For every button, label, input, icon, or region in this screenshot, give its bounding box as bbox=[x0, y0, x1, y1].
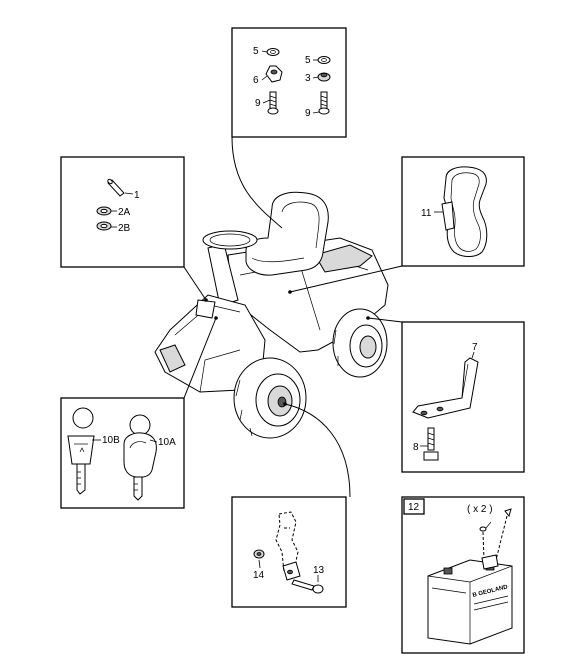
callout-14: 14 bbox=[253, 570, 265, 581]
hardware-box-top: 5 6 9 5 3 9 bbox=[231, 27, 347, 138]
battery-box: 12 ( x 2 ) B GEOLAND bbox=[401, 496, 525, 654]
callout-6: 6 bbox=[253, 75, 259, 86]
callout-5-right: 5 bbox=[305, 55, 311, 66]
callout-9-left: 9 bbox=[255, 98, 261, 109]
callout-5-left: 5 bbox=[253, 46, 259, 57]
callout-7: 7 bbox=[472, 342, 478, 353]
callout-2b: 2B bbox=[118, 223, 131, 234]
callout-3: 3 bbox=[305, 73, 311, 84]
callout-11: 11 bbox=[421, 208, 432, 219]
callout-8: 8 bbox=[413, 442, 419, 453]
callout-12-label: 12 bbox=[408, 502, 420, 513]
keys-box: 10B 10A bbox=[60, 397, 185, 509]
pedal-box: 14 13 bbox=[231, 496, 347, 608]
riding-mower-illustration bbox=[154, 191, 389, 439]
callout-10b: 10B bbox=[102, 435, 120, 446]
callout-9-right: 9 bbox=[305, 108, 311, 119]
callout-2a: 2A bbox=[118, 207, 131, 218]
callout-1: 1 bbox=[134, 190, 140, 201]
grip-box: 11 bbox=[401, 156, 525, 267]
callout-10a: 10A bbox=[158, 437, 176, 448]
bracket-box: 7 8 bbox=[401, 321, 525, 473]
leader-lines bbox=[183, 136, 403, 498]
quantity-x2: ( x 2 ) bbox=[467, 504, 493, 515]
callout-13: 13 bbox=[313, 565, 325, 576]
pin-washers-box: 1 2A 2B bbox=[60, 156, 185, 268]
